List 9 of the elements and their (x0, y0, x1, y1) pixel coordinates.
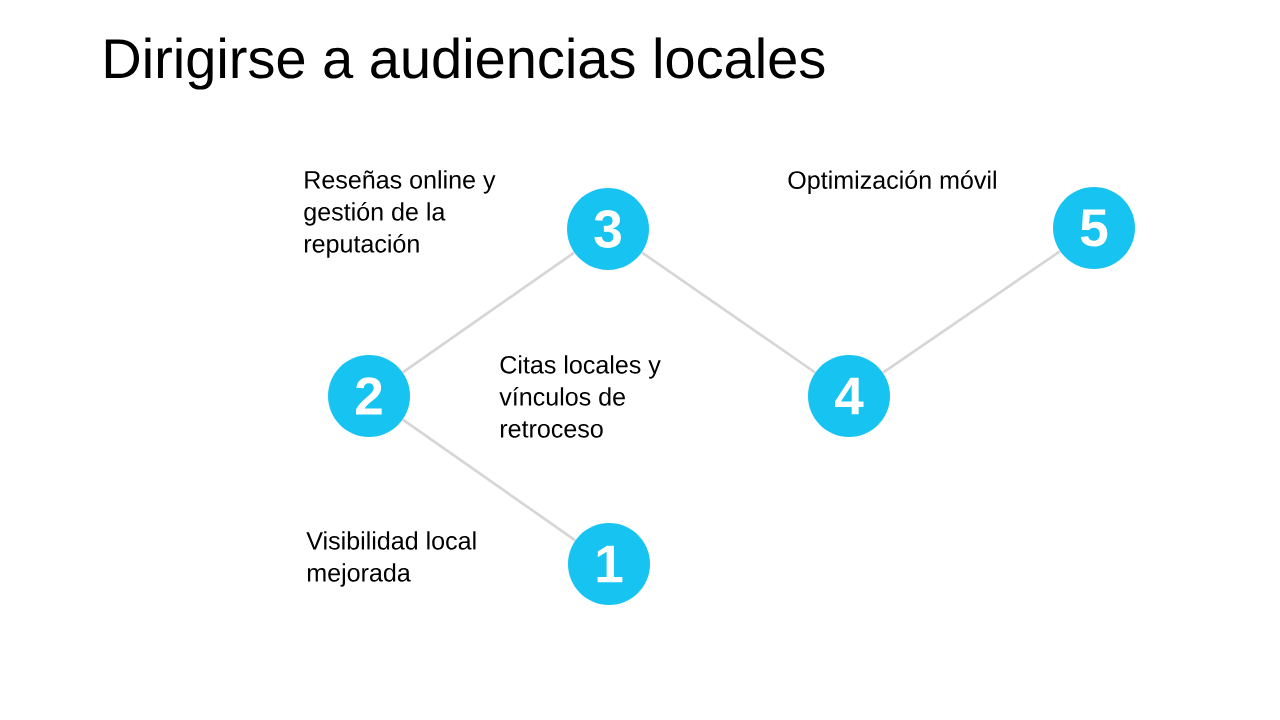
step-label: Optimización móvil (788, 170, 996, 194)
step-label: Citas locales y vínculos de retroceso (499, 355, 661, 438)
step-label: Visibilidad local mejorada (306, 531, 476, 587)
connector-line (402, 418, 576, 542)
title: Dirigirse a audiencias locales (105, 37, 825, 90)
connector-line (402, 251, 575, 374)
connector-line (882, 250, 1061, 374)
connector-line (641, 251, 816, 374)
step-label: Reseñas online y gestión de la reputación (304, 170, 496, 258)
